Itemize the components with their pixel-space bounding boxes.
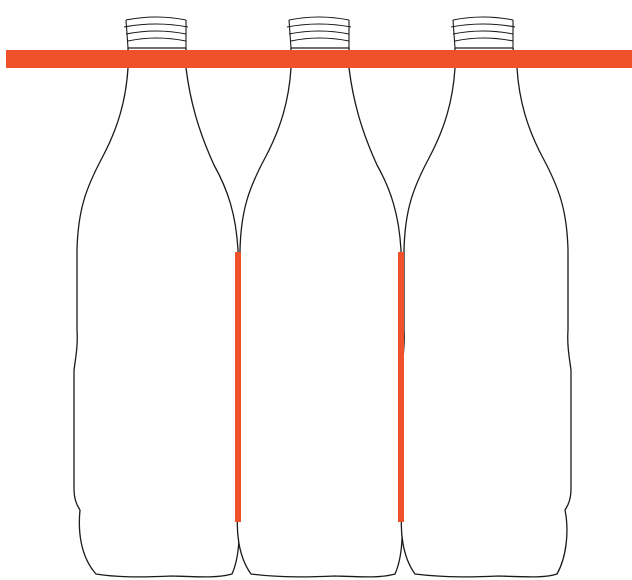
bottle-2-cap-threads (287, 17, 351, 41)
joint-line-left (235, 252, 241, 522)
bottle-1-cap-threads (124, 17, 188, 41)
bottle-3-cap-threads (451, 17, 515, 41)
bottle-1-outline (74, 48, 239, 577)
bottle-2 (237, 17, 402, 577)
bottle-2-outline (237, 48, 402, 577)
bottle-3-outline (401, 48, 571, 577)
joint-line-right (398, 252, 404, 522)
bottle-3 (401, 17, 571, 577)
neck-band (6, 50, 632, 68)
bottle-1 (74, 17, 239, 577)
